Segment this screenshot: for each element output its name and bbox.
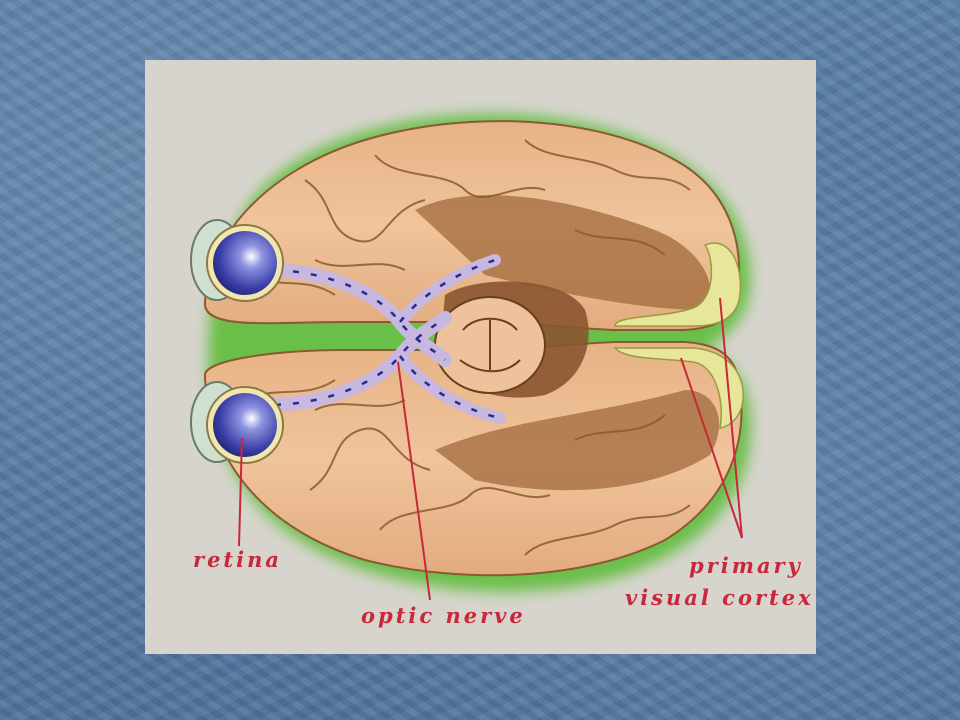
brain-visual-pathway-figure: retina optic nerve primary visual cortex — [145, 60, 816, 654]
left-eye-upper — [190, 219, 284, 302]
retina-label: retina — [193, 547, 282, 572]
left-eye-lower — [190, 381, 284, 464]
brain-illustration — [190, 114, 751, 601]
optic-nerve-label: optic nerve — [361, 603, 526, 628]
primary-label: primary — [689, 553, 803, 578]
optic-pathway — [268, 254, 506, 424]
visual-cortex-label: visual cortex — [625, 585, 814, 610]
label-pointer-lines — [238, 297, 743, 601]
gyri-lines — [244, 139, 691, 556]
visual-cortex-regions — [613, 242, 744, 429]
